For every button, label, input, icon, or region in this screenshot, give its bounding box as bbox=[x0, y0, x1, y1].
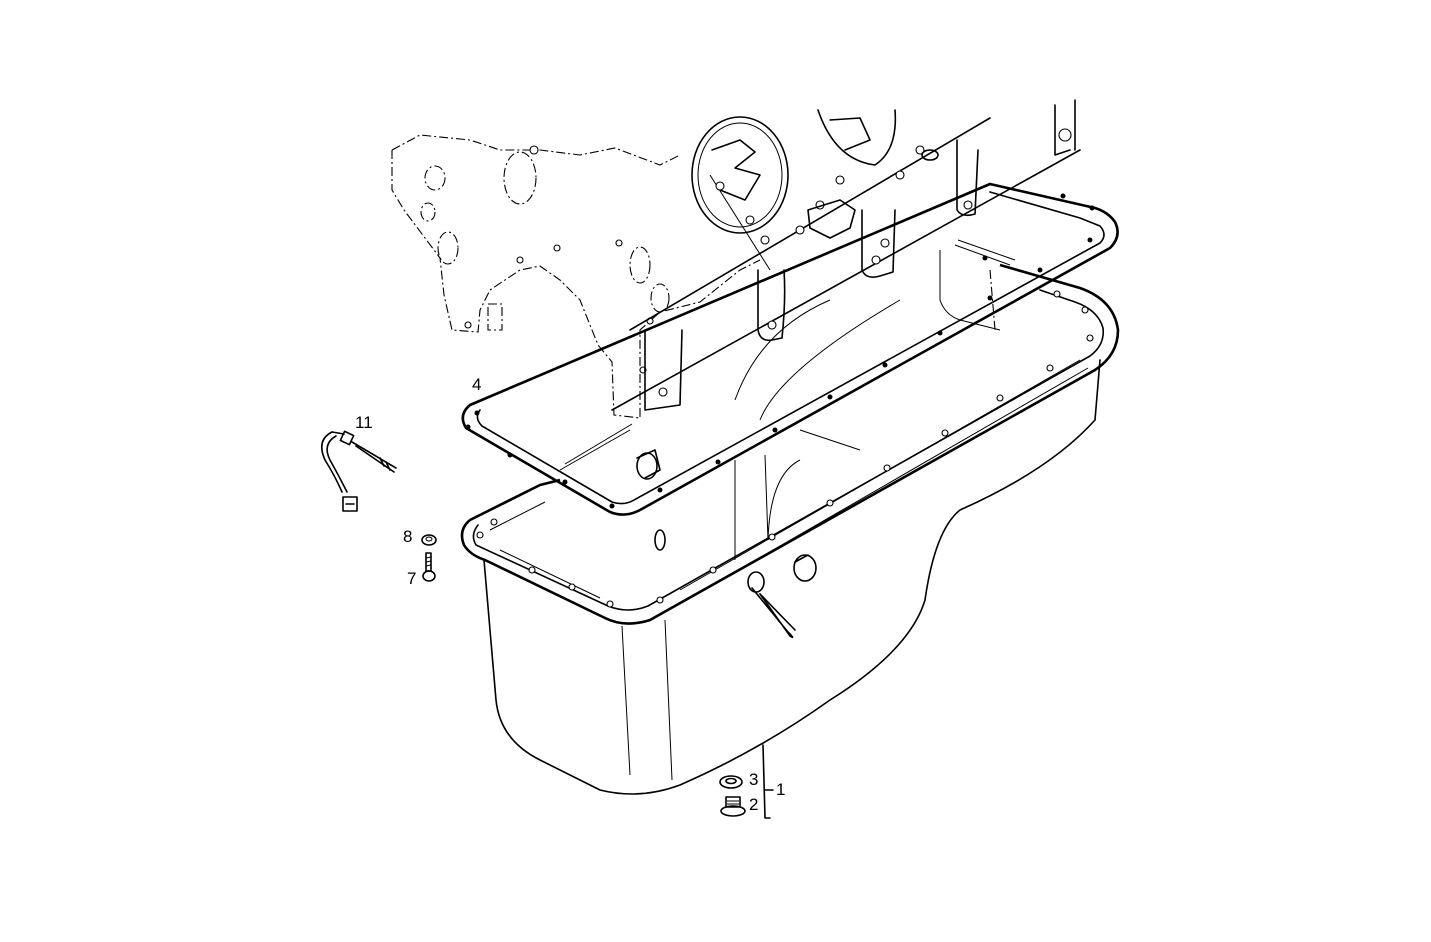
callout-1: 1 bbox=[776, 780, 786, 799]
screw bbox=[422, 552, 436, 582]
callout-8: 8 bbox=[403, 527, 413, 546]
washer bbox=[421, 534, 437, 546]
oil-pan-gasket bbox=[461, 182, 1119, 516]
callout-1-bracket bbox=[762, 744, 774, 819]
callout-4: 4 bbox=[472, 375, 482, 394]
seal-ring bbox=[719, 775, 743, 789]
callout-2: 2 bbox=[749, 795, 759, 814]
oil-level-sensor bbox=[320, 430, 397, 512]
engine-block bbox=[391, 99, 1081, 419]
callout-3: 3 bbox=[749, 770, 759, 789]
drain-plug bbox=[720, 796, 746, 817]
callout-11: 11 bbox=[355, 413, 373, 432]
oil-pan bbox=[460, 250, 1120, 795]
callout-7: 7 bbox=[407, 569, 417, 588]
